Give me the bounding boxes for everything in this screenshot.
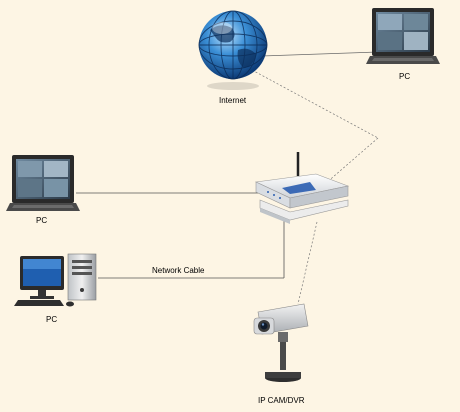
cable-internet-router: [251, 69, 379, 139]
globe-icon: [198, 10, 268, 90]
ipcam-label: IP CAM/DVR: [258, 396, 305, 405]
laptop-icon: [366, 8, 440, 64]
desktop-pc-icon: [14, 253, 97, 307]
cable-pc-top-internet: [261, 51, 379, 57]
laptop-icon: [6, 155, 80, 211]
cable-pc-top-router: [317, 137, 379, 191]
pc-desktop-label: PC: [46, 315, 58, 324]
connections: [76, 51, 379, 305]
cable-router-camera: [297, 221, 318, 305]
pc-left-label: PC: [36, 216, 48, 225]
pc-top-label: PC: [399, 72, 411, 81]
network-cable-label: Network Cable: [152, 266, 205, 275]
internet-label: Internet: [219, 96, 247, 105]
ip-camera-icon: [253, 303, 309, 382]
wireless-router-icon: [254, 152, 350, 224]
